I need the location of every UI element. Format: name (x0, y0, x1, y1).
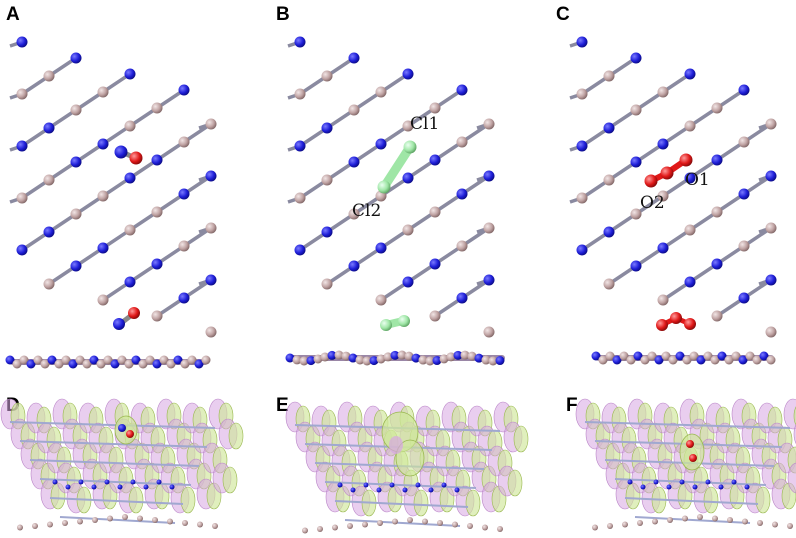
cl2-molecule-side (380, 315, 410, 331)
sheet-top-view-c (569, 36, 777, 338)
no-adsorbate-isosurface (114, 415, 138, 445)
sheet-top-view-b (287, 36, 495, 338)
o2-molecule-side (656, 312, 696, 331)
panel-label-a: A (6, 4, 20, 25)
panel-label-c: C (556, 4, 570, 25)
sheet-side-view-c (591, 351, 776, 365)
sheet-top-view-a (9, 36, 217, 338)
atom-label-cl2: Cl2 (352, 201, 381, 221)
no-molecule-side (113, 307, 140, 330)
atom-label-o1: O1 (685, 170, 710, 190)
cl2-molecule-top (377, 140, 417, 194)
no-molecule-top (114, 145, 143, 165)
charge-density-panel-e (285, 401, 529, 534)
sheet-side-view-b (285, 350, 505, 366)
sheet-side-view-a (5, 355, 211, 369)
cl2-adsorbate-isosurface (381, 411, 425, 477)
atom-label-o2: O2 (640, 193, 665, 213)
panel-label-b: B (276, 4, 290, 25)
atom-label-cl1: Cl1 (410, 114, 439, 134)
o2-adsorbate-isosurface (679, 433, 705, 471)
panel-label-f: F (566, 395, 578, 416)
o2-molecule-top (644, 153, 693, 188)
panel-label-e: E (276, 395, 289, 416)
